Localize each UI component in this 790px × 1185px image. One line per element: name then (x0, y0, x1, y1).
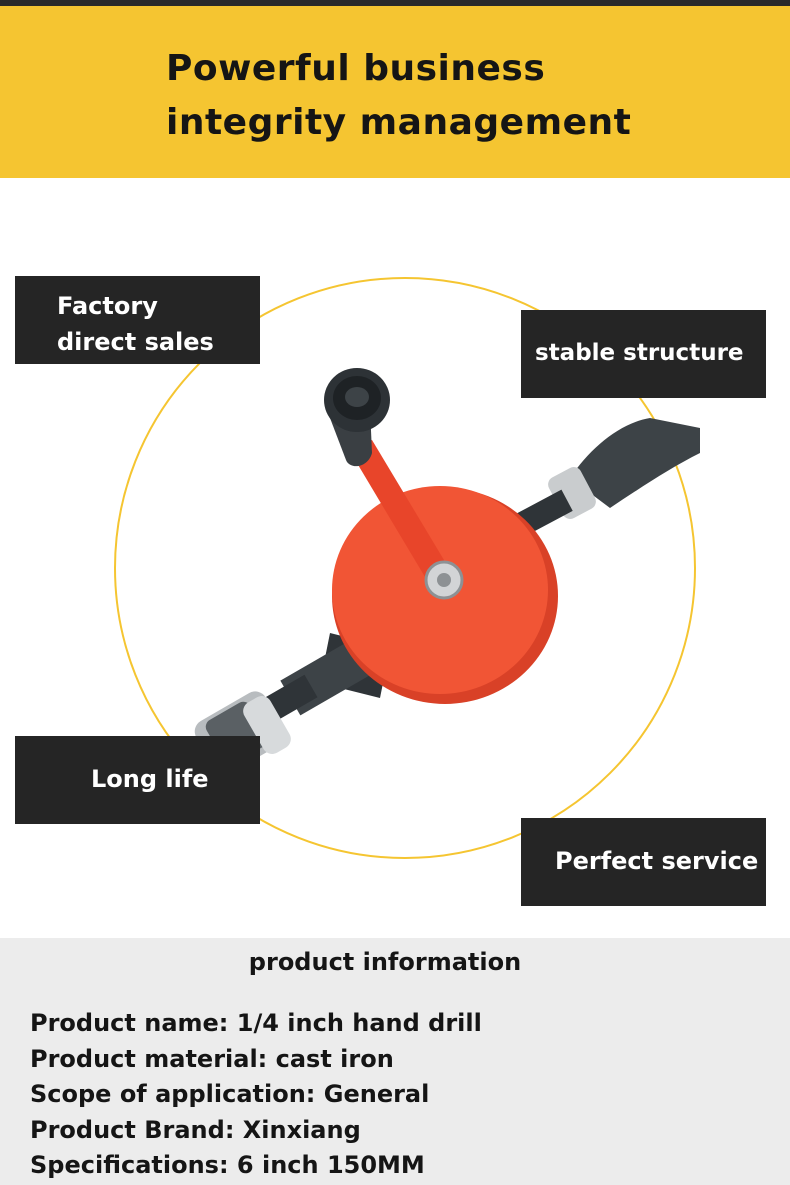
accent-ring (114, 277, 696, 859)
header-banner: Powerful business integrity management (0, 6, 790, 178)
top-border (0, 0, 790, 6)
banner-title-line-2: integrity management (166, 102, 632, 143)
crank-knob-icon (324, 368, 390, 467)
specifications-line: Specifications: 6 inch 150MM (30, 1151, 425, 1179)
feature-factory-line-1: Factory (57, 292, 158, 320)
crank-arm-icon (348, 440, 464, 600)
product-material-line: Product material: cast iron (30, 1044, 394, 1073)
product-information-panel: product information Product name: 1/4 in… (0, 938, 790, 1185)
scope-of-application-line: Scope of application: General (30, 1080, 430, 1108)
hand-drill-illustration (114, 277, 700, 859)
product-hero: Factory direct sales stable structure Lo… (0, 178, 790, 938)
feature-long-life: Long life (15, 736, 260, 824)
product-information-list: Product name: 1/4 inch hand drill Produc… (30, 1006, 482, 1184)
feature-stable-structure: stable structure (521, 310, 766, 398)
product-information-heading: product information (248, 948, 522, 976)
banner-title-line-1: Powerful business (166, 48, 546, 89)
banner-title: Powerful business integrity management (166, 42, 726, 150)
product-name-line: Product name: 1/4 inch hand drill (30, 1009, 482, 1037)
feature-factory-direct-sales: Factory direct sales (15, 276, 260, 364)
product-brand-line: Product Brand: Xinxiang (30, 1115, 361, 1144)
side-handle-icon (517, 418, 700, 535)
feature-perfect-service: Perfect service (521, 818, 766, 906)
feature-factory-line-2: direct sales (57, 328, 214, 356)
